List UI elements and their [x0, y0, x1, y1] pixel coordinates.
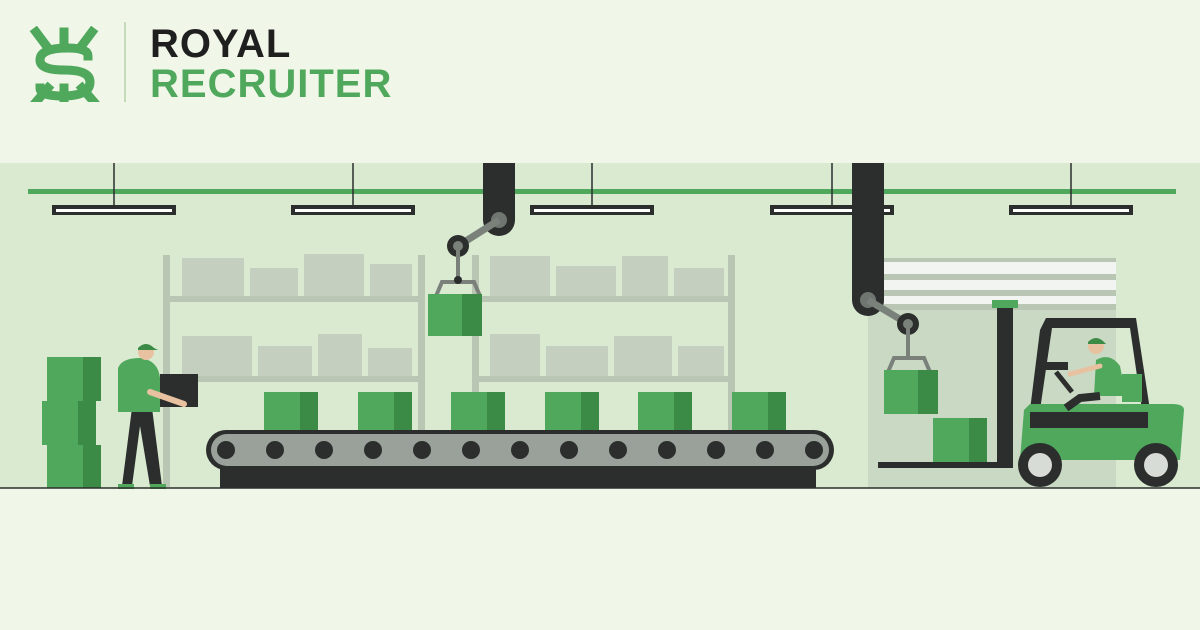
box	[451, 392, 505, 430]
ceiling-lights	[52, 163, 1133, 215]
box	[638, 392, 692, 430]
logo-divider	[124, 22, 126, 102]
box-stack	[42, 357, 101, 488]
brand-logo[interactable]: ROYAL RECRUITER	[28, 22, 448, 106]
robotic-arm-left	[428, 163, 515, 336]
ceiling-light	[291, 163, 415, 215]
forklift	[878, 300, 1184, 487]
royal-recruiter-monogram-icon	[29, 26, 100, 102]
ceiling-light	[52, 163, 176, 215]
ceiling-light	[530, 163, 654, 215]
brand-name-line2: RECRUITER	[150, 62, 393, 106]
ceiling-light	[770, 163, 894, 215]
conveyor-belt	[206, 430, 834, 488]
ceiling-light	[1009, 163, 1133, 215]
box	[732, 392, 786, 430]
ceiling-rail	[28, 189, 1176, 194]
box	[264, 392, 318, 430]
storage-shelf-right	[472, 255, 735, 487]
brand-name-line1: ROYAL	[150, 22, 292, 66]
box	[358, 392, 412, 430]
robotic-arm-right	[852, 163, 938, 414]
warehouse-worker	[118, 344, 198, 489]
box	[545, 392, 599, 430]
conveyor-boxes	[264, 392, 786, 430]
storage-shelf-left	[163, 254, 425, 487]
